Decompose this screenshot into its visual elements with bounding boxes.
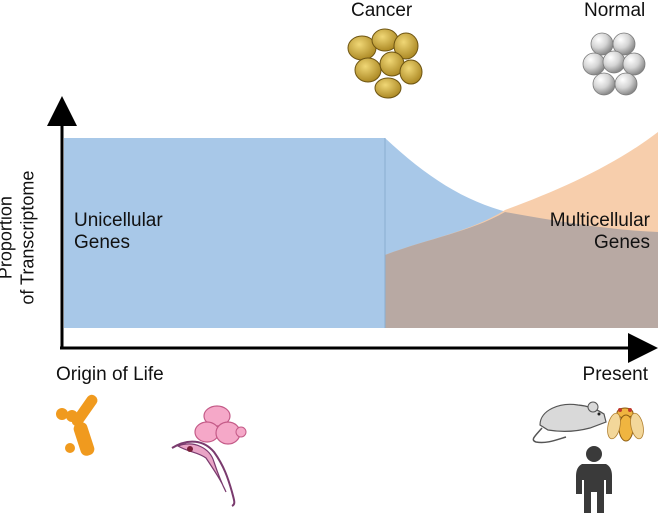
bacteria-icon	[56, 394, 98, 456]
present-label: Present	[582, 364, 648, 385]
multicellular-genes-label: Multicellular Genes	[550, 210, 650, 254]
y-axis-label-line1: Proportion	[0, 196, 16, 280]
mouse-icon	[532, 401, 607, 444]
multicellular-label-line2: Genes	[594, 231, 650, 253]
overlap-region	[385, 212, 658, 328]
cancer-label: Cancer	[351, 0, 413, 21]
y-axis-label: Proportion of Transcriptome	[0, 143, 39, 333]
cancer-cell-cluster-icon	[347, 28, 423, 99]
unicellular-label-line2: Genes	[74, 231, 130, 253]
fly-icon	[607, 407, 644, 442]
protist-icon	[171, 440, 236, 507]
human-icon	[576, 446, 612, 513]
normal-cell-cluster-icon	[582, 32, 646, 96]
unicellular-genes-label: Unicellular Genes	[74, 210, 163, 254]
yeast-icon	[194, 405, 247, 445]
origin-of-life-label: Origin of Life	[56, 364, 164, 385]
y-axis-label-line2: of Transcriptome	[17, 170, 37, 305]
normal-label: Normal	[584, 0, 646, 21]
unicellular-label-line1: Unicellular	[74, 210, 163, 231]
multicellular-label-line1: Multicellular	[549, 210, 650, 231]
